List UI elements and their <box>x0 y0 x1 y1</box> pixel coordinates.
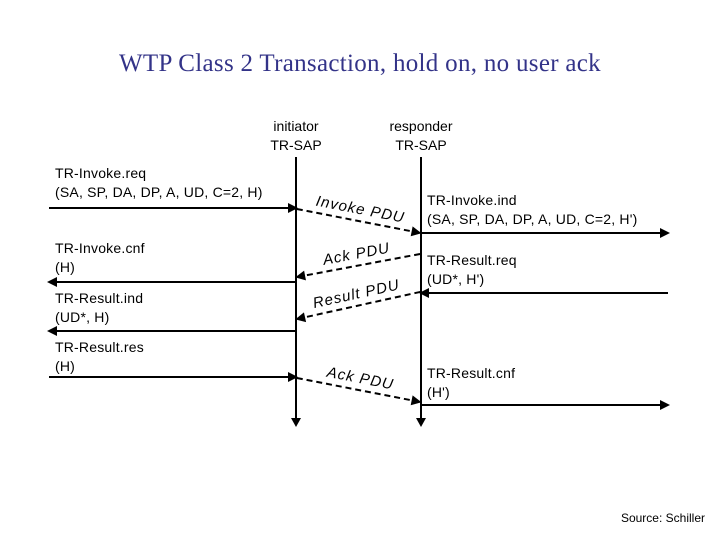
event-params: (H) <box>55 358 76 374</box>
pdu-label-invoke: Invoke PDU <box>314 192 407 227</box>
event-name: TR-Result.ind <box>55 290 144 306</box>
arrow-tr-result-ind <box>47 326 296 336</box>
arrow-left-icon <box>294 270 306 283</box>
event-params: (UD*, H') <box>427 271 485 287</box>
arrow-tr-invoke-req <box>49 203 298 213</box>
initiator-role-label: initiator <box>273 118 319 134</box>
arrow-right-icon <box>410 395 423 408</box>
arrow-left-icon <box>47 277 57 287</box>
column-header-initiator: initiator TR-SAP <box>241 117 351 155</box>
event-name: TR-Invoke.ind <box>427 192 517 208</box>
source-note: Source: Schiller <box>620 511 705 525</box>
event-name: TR-Invoke.cnf <box>55 240 145 256</box>
arrow-down-icon <box>416 418 426 427</box>
pdu-label-ack-2: Ack PDU <box>325 363 396 394</box>
event-params: (SA, SP, DA, DP, A, UD, C=2, H) <box>55 184 263 200</box>
pdu-arrow-result: Result PDU <box>294 276 421 325</box>
arrow-left-icon <box>419 288 429 298</box>
event-params: (H') <box>427 384 450 400</box>
arrow-left-icon <box>47 326 57 336</box>
initiator-sap-label: TR-SAP <box>270 137 322 153</box>
pdu-label-result: Result PDU <box>311 276 402 313</box>
event-name: TR-Result.req <box>427 252 517 268</box>
pdu-arrow-ack-1: Ack PDU <box>294 240 421 283</box>
responder-role-label: responder <box>389 118 453 134</box>
event-tr-invoke-ind: TR-Invoke.ind (SA, SP, DA, DP, A, UD, C=… <box>427 191 637 229</box>
arrow-tr-result-req <box>419 288 668 298</box>
arrow-tr-invoke-ind <box>421 228 670 238</box>
arrow-tr-result-res <box>49 372 298 382</box>
pdu-arrow-ack-2: Ack PDU <box>296 364 423 408</box>
arrow-left-icon <box>294 312 307 325</box>
pdu-label-ack-1: Ack PDU <box>321 239 392 269</box>
event-name: TR-Invoke.req <box>55 165 147 181</box>
pdu-arrow-invoke: Invoke PDU <box>296 193 423 239</box>
responder-sap-label: TR-SAP <box>395 137 447 153</box>
event-tr-result-res: TR-Result.res (H) <box>55 338 144 376</box>
event-tr-invoke-req: TR-Invoke.req (SA, SP, DA, DP, A, UD, C=… <box>55 164 263 202</box>
event-tr-invoke-cnf: TR-Invoke.cnf (H) <box>55 239 145 277</box>
arrow-down-icon <box>291 418 301 427</box>
event-tr-result-req: TR-Result.req (UD*, H') <box>427 251 517 289</box>
arrow-right-icon <box>660 400 670 410</box>
event-tr-result-ind: TR-Result.ind (UD*, H) <box>55 289 143 327</box>
arrow-right-icon <box>288 372 298 382</box>
lifeline-initiator <box>291 157 301 427</box>
arrow-tr-result-cnf <box>421 400 670 410</box>
arrow-right-icon <box>660 228 670 238</box>
arrow-right-icon <box>288 203 298 213</box>
page-title: WTP Class 2 Transaction, hold on, no use… <box>119 50 601 77</box>
event-params: (UD*, H) <box>55 309 110 325</box>
event-params: (SA, SP, DA, DP, A, UD, C=2, H') <box>427 211 638 227</box>
event-name: TR-Result.res <box>55 339 144 355</box>
arrow-tr-invoke-cnf <box>47 277 296 287</box>
event-params: (H) <box>55 259 76 275</box>
event-name: TR-Result.cnf <box>427 365 516 381</box>
column-header-responder: responder TR-SAP <box>366 117 476 155</box>
event-tr-result-cnf: TR-Result.cnf (H') <box>427 364 515 402</box>
